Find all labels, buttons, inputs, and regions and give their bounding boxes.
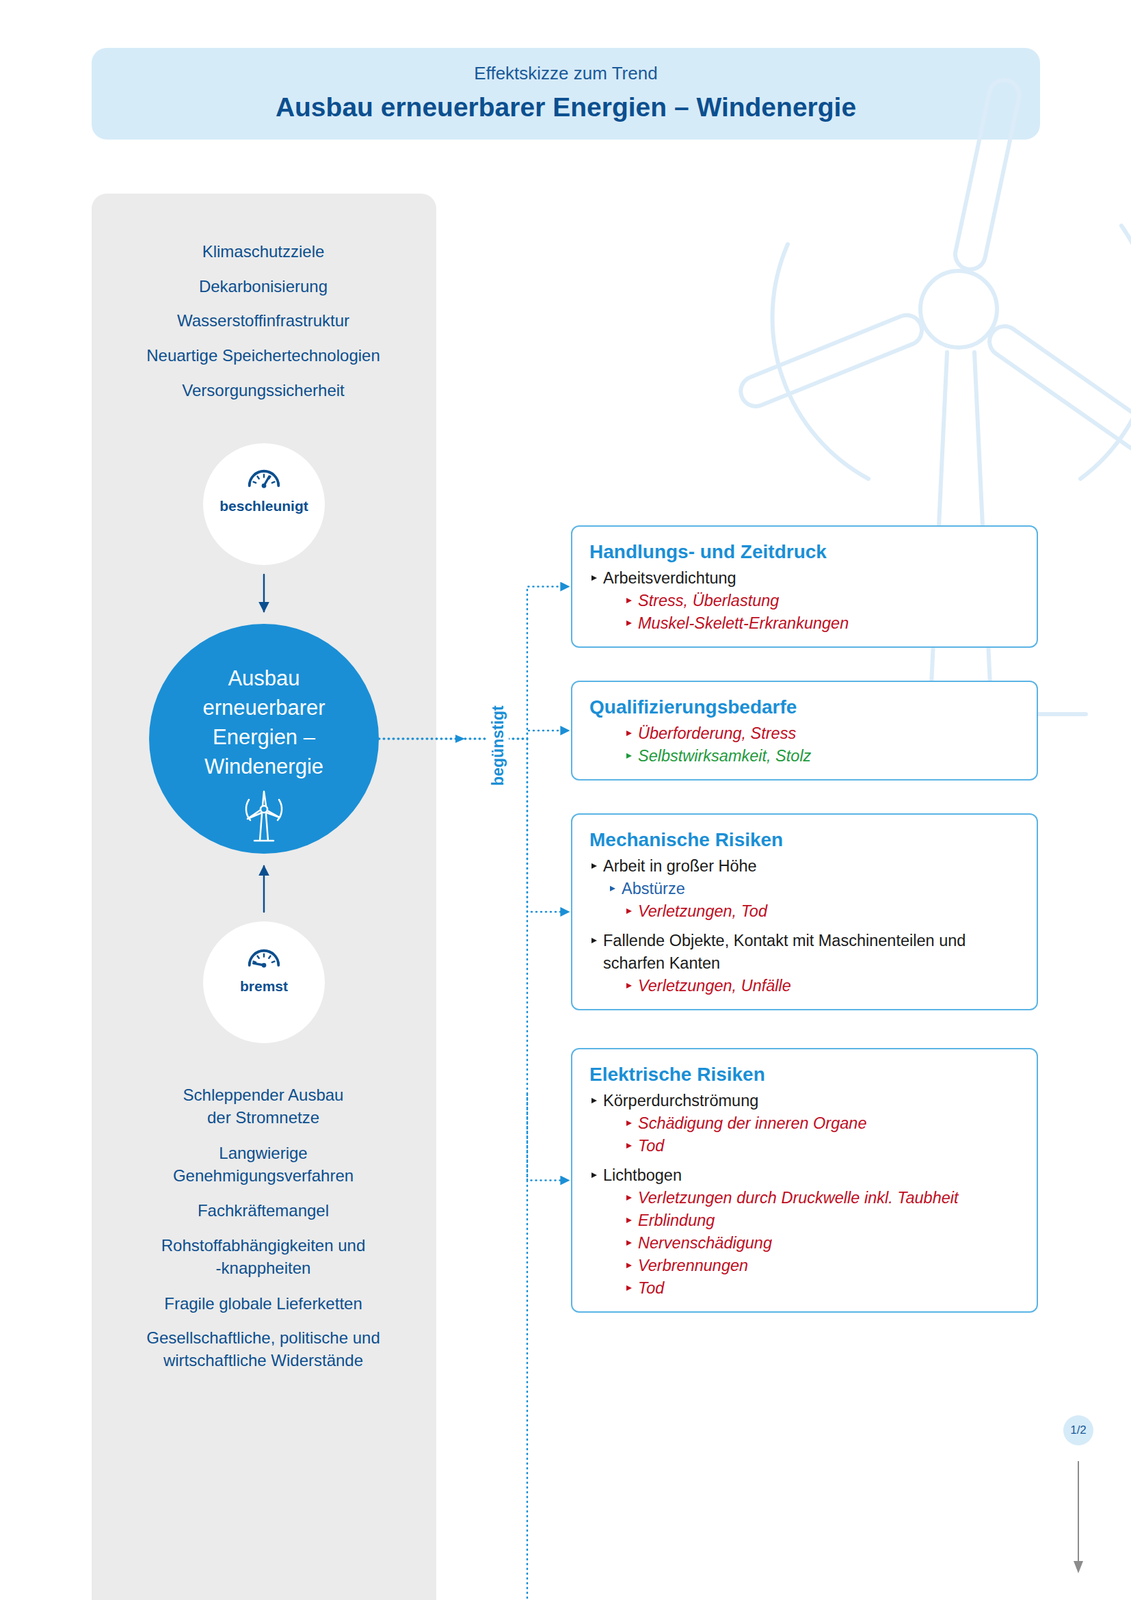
trend-name: Ausbau erneuerbarer Energien – Windenerg… <box>178 663 350 781</box>
influence-label: beschleunigt <box>205 497 323 515</box>
next-page-arrow <box>1077 1460 1080 1562</box>
effect-box: QualifizierungsbedarfeÜberforderung, Str… <box>570 680 1039 781</box>
page-title: Ausbau erneuerbarer Energien – Windenerg… <box>91 90 1041 124</box>
dotted-connector <box>378 730 569 739</box>
effect-box: Elektrische RisikenKörperdurchströmungSc… <box>570 1047 1039 1313</box>
effect-item: Arbeit in großer Höhe <box>603 854 1023 878</box>
negative-consequence: Muskel-Skelett-Erkrankungen <box>637 611 1023 635</box>
dotted-connector <box>378 738 569 1181</box>
negative-consequence: Verletzungen, Unfälle <box>637 974 1023 997</box>
accelerating-factor: Neuartige Speichertechnologien <box>105 343 421 367</box>
negative-consequence: Schädigung der inneren Organe <box>637 1111 1023 1135</box>
dotted-connector <box>378 586 569 740</box>
accelerating-factor: Dekarbonisierung <box>105 274 421 298</box>
effect-item: Körperdurchströmung <box>603 1089 1023 1112</box>
page-number: 1/2 <box>1057 1422 1099 1438</box>
sub-effect: Abstürze <box>621 877 1023 900</box>
negative-consequence: Tod <box>637 1276 1023 1300</box>
negative-consequence: Verletzungen, Tod <box>637 899 1023 923</box>
connector-label: begünstigt <box>486 700 509 790</box>
negative-consequence: Tod <box>637 1134 1023 1157</box>
effect-box: Handlungs- und ZeitdruckArbeitsverdichtu… <box>570 525 1039 648</box>
next-page-arrowhead <box>1073 1560 1084 1573</box>
trend-circle: Ausbau erneuerbarer Energien – Windenerg… <box>149 623 379 854</box>
braking-factor: Schleppender Ausbau der Stromnetze <box>170 1083 356 1129</box>
brake-circle: bremst <box>203 921 325 1043</box>
braking-factor: Gesellschaftliche, politische und wirtsc… <box>140 1325 387 1372</box>
influence-label: bremst <box>205 977 323 995</box>
positive-consequence: Selbstwirksamkeit, Stolz <box>637 744 1023 768</box>
negative-consequence: Überforderung, Stress <box>637 722 1023 745</box>
box-heading: Elektrische Risiken <box>589 1061 1023 1087</box>
box-heading: Handlungs- und Zeitdruck <box>589 539 1023 565</box>
negative-consequence: Verbrennungen <box>637 1254 1023 1277</box>
accelerating-factor: Wasserstoffinfrastruktur <box>105 309 421 332</box>
accelerating-factor: Klimaschutzziele <box>105 240 421 263</box>
box-heading: Qualifizierungsbedarfe <box>589 694 1023 720</box>
braking-factor: Fragile globale Lieferketten <box>133 1291 394 1315</box>
node-icon <box>246 791 282 841</box>
box-heading: Mechanische Risiken <box>589 827 1023 853</box>
influence-arrow <box>263 574 266 612</box>
node-icon <box>249 471 279 489</box>
dotted-connector <box>378 738 569 912</box>
braking-factor: Rohstoffabhängigkeiten und -knappheiten <box>160 1233 366 1279</box>
effect-item: Fallende Objekte, Kontakt mit Maschinent… <box>603 929 1023 975</box>
influence-arrow <box>263 865 266 912</box>
node-icon <box>249 950 279 968</box>
effect-box: Mechanische RisikenArbeit in großer Höhe… <box>570 813 1039 1010</box>
negative-consequence: Erblindung <box>637 1208 1023 1232</box>
accelerating-factor: Versorgungssicherheit <box>105 378 421 402</box>
negative-consequence: Stress, Überlastung <box>637 589 1023 612</box>
effect-item: Arbeitsverdichtung <box>603 566 1023 590</box>
braking-factor: Fachkräftemangel <box>143 1198 383 1222</box>
braking-factor: Langwierige Genehmigungsverfahren <box>160 1141 366 1187</box>
negative-consequence: Verletzungen durch Druckwelle inkl. Taub… <box>637 1186 1023 1209</box>
accelerator-circle: beschleunigt <box>203 443 325 565</box>
subtitle: Effektskizze zum Trend <box>91 60 1041 86</box>
effect-item: Lichtbogen <box>603 1163 1023 1187</box>
negative-consequence: Nervenschädigung <box>637 1231 1023 1255</box>
